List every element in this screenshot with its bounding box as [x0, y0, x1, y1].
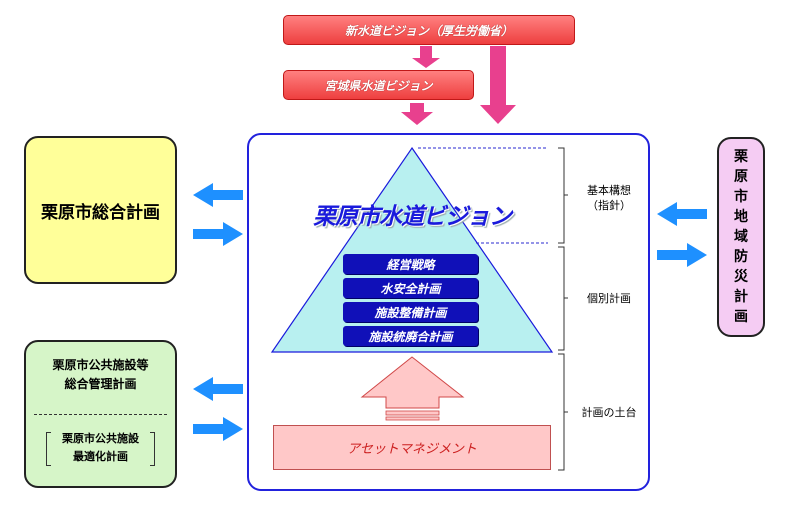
foundation-up-arrow: [360, 356, 465, 409]
side-label-basic-line2: （指針）: [587, 199, 631, 212]
national-vision-label: 新水道ビジョン（厚生労働省）: [344, 23, 513, 38]
disaster-char-7: 災: [734, 269, 748, 285]
national-vision-box: 新水道ビジョン（厚生労働省）: [283, 15, 575, 45]
facility-mgmt-text: 栗原市公共施設等 総合管理計画: [26, 356, 175, 394]
general-plan-label: 栗原市総合計画: [41, 202, 160, 223]
optimization-bracket-right: [150, 432, 155, 466]
bracket-individual: [558, 246, 568, 351]
facility-plan-box: 栗原市公共施設等 総合管理計画 栗原市公共施設 最適化計画: [24, 340, 177, 488]
up-arrow-stripe-2: [385, 416, 440, 421]
side-label-basic: 基本構想 （指針）: [573, 183, 645, 213]
arrow-prefecture-to-vision: [401, 103, 433, 125]
up-arrow-stripe-1: [385, 410, 440, 416]
pill-water-safety-plan: 水安全計画: [343, 278, 478, 298]
vision-title-text: 栗原市水道ビジョン: [313, 204, 512, 230]
pill-management-strategy: 経営戦略: [343, 254, 478, 274]
optimization-bracket-left: [46, 432, 51, 466]
arrow-disaster-to-vision: [657, 202, 707, 226]
disaster-char-3: 市: [734, 189, 748, 205]
arrow-national-to-prefecture: [412, 46, 440, 68]
pyramid-shape: [270, 146, 554, 353]
side-label-foundation: 計画の土台: [573, 405, 645, 420]
arrow-general-plan-to-vision: [193, 222, 243, 246]
vision-title: 栗原市水道ビジョン: [290, 197, 534, 231]
asset-management-box: アセットマネジメント: [273, 425, 551, 470]
asset-management-label: アセットマネジメント: [347, 442, 477, 457]
facility-mgmt-line2: 総合管理計画: [64, 377, 137, 391]
pill-facility-improvement-plan: 施設整備計画: [343, 302, 478, 322]
pill-facility-consolidation-plan: 施設統廃合計画: [343, 326, 478, 346]
arrow-facility-plan-to-vision: [193, 417, 243, 441]
disaster-plan-box: 栗 原 市 地 域 防 災 計 画: [717, 137, 765, 337]
optimization-text: 栗原市公共施設 最適化計画: [26, 430, 175, 466]
disaster-char-2: 原: [734, 169, 748, 185]
pill-water-safety-plan-label: 水安全計画: [380, 281, 441, 296]
disaster-char-8: 計: [734, 289, 748, 305]
side-label-individual-text: 個別計画: [587, 292, 631, 305]
pill-facility-improvement-plan-label: 施設整備計画: [374, 305, 447, 320]
bracket-basic: [558, 147, 568, 244]
side-label-foundation-text: 計画の土台: [581, 406, 637, 419]
general-plan-box: 栗原市総合計画: [24, 136, 177, 284]
arrow-national-to-vision: [480, 46, 516, 124]
side-label-basic-line1: 基本構想: [587, 184, 631, 197]
facility-divider: [34, 414, 167, 415]
disaster-char-9: 画: [734, 309, 748, 325]
optimization-line2: 最適化計画: [73, 450, 128, 463]
arrow-vision-to-general-plan: [193, 183, 243, 207]
side-label-individual: 個別計画: [573, 291, 645, 306]
facility-mgmt-line1: 栗原市公共施設等: [52, 358, 149, 372]
disaster-char-1: 栗: [734, 149, 748, 165]
optimization-line1: 栗原市公共施設: [62, 432, 139, 445]
pill-facility-consolidation-plan-label: 施設統廃合計画: [368, 329, 453, 344]
bracket-foundation: [558, 353, 568, 471]
disaster-char-6: 防: [734, 249, 748, 265]
arrow-vision-to-disaster: [657, 243, 707, 267]
arrow-vision-to-facility-plan: [193, 377, 243, 401]
disaster-char-5: 域: [734, 229, 748, 245]
prefecture-vision-box: 宮城県水道ビジョン: [283, 70, 474, 100]
pill-management-strategy-label: 経営戦略: [386, 257, 435, 272]
prefecture-vision-label: 宮城県水道ビジョン: [324, 78, 433, 93]
disaster-char-4: 地: [734, 209, 748, 225]
